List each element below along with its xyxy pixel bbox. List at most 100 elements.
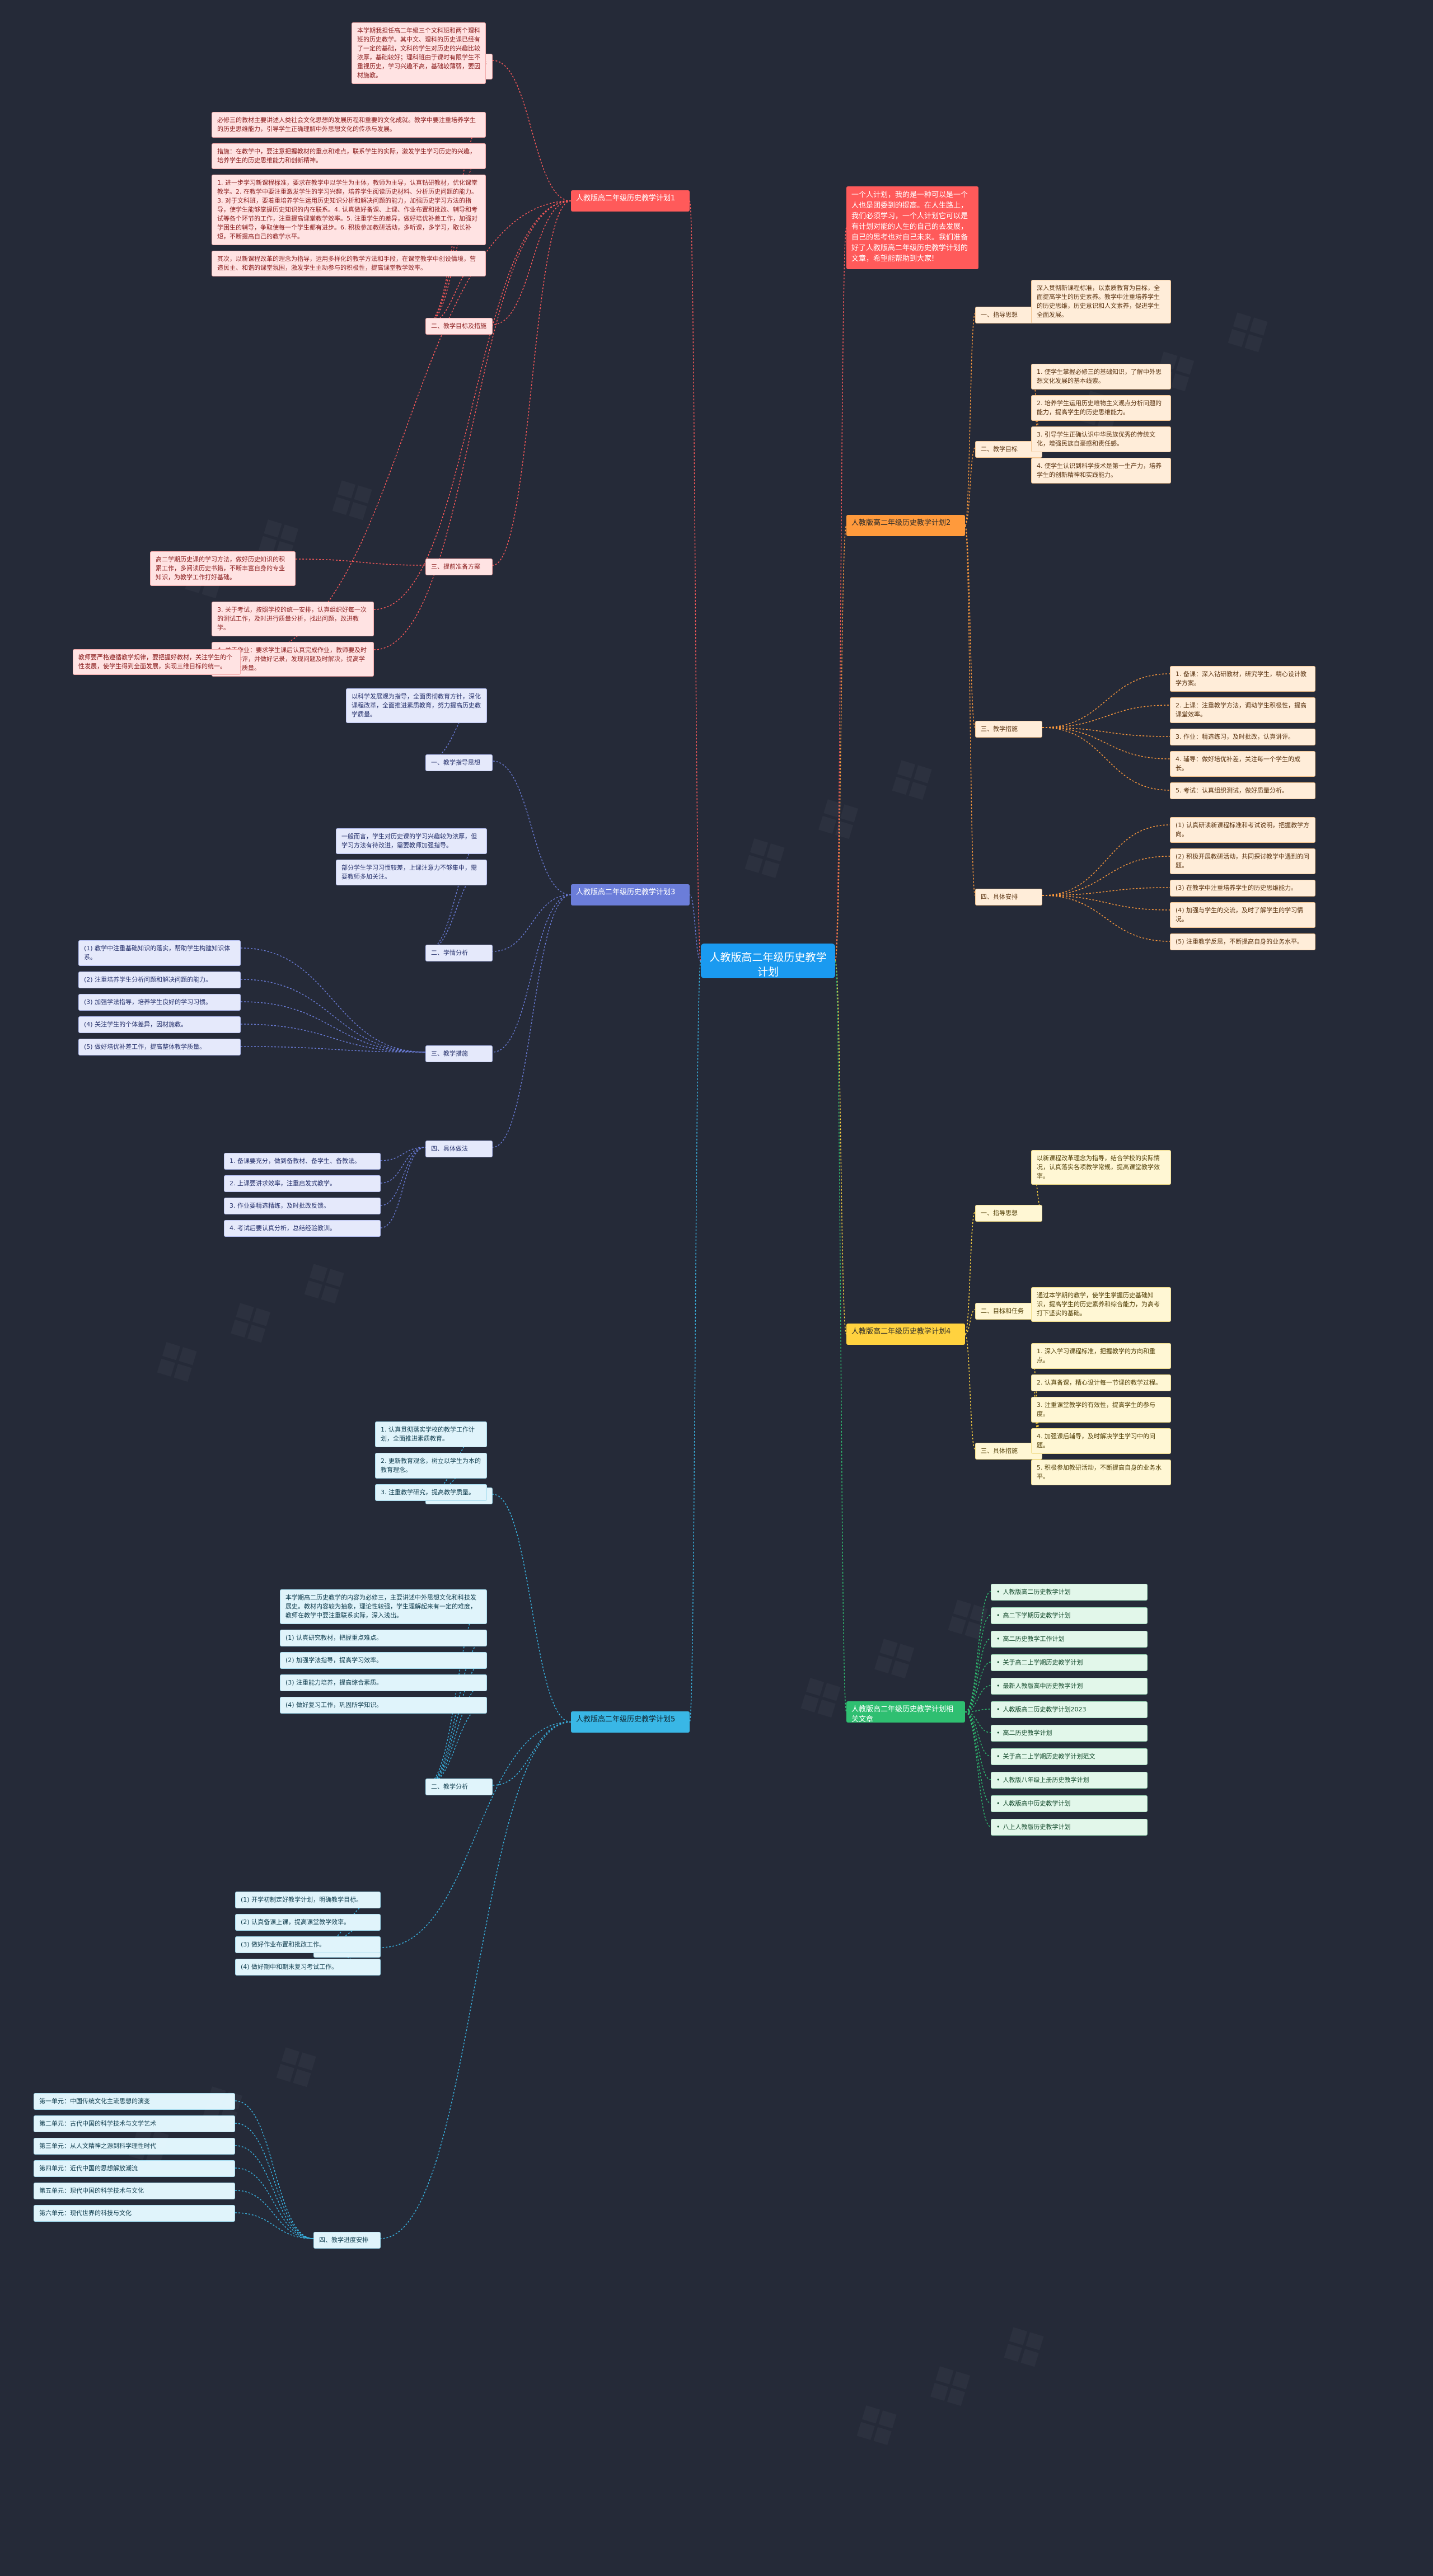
branch-3-section-2[interactable]: 二、学情分析 <box>425 945 493 961</box>
branch-6-text-1-7[interactable]: 高二历史教学计划 <box>991 1725 1148 1742</box>
branch-4-text-2-1[interactable]: 通过本学期的教学，使学生掌握历史基础知识，提高学生的历史素养和综合能力，为高考打… <box>1031 1287 1171 1322</box>
branch-3-section-1[interactable]: 一、教学指导思想 <box>425 754 493 771</box>
branch-5-text-1-3[interactable]: 3. 注重教学研究，提高教学质量。 <box>375 1484 487 1501</box>
branch-4[interactable]: 人教版高二年级历史教学计划4 <box>846 1324 965 1345</box>
branch-2-text-4-5[interactable]: (5) 注重教学反思，不断提高自身的业务水平。 <box>1170 933 1315 950</box>
branch-5-text-1-2[interactable]: 2. 更新教育观念，树立以学生为本的教育理念。 <box>375 1453 487 1479</box>
branch-2[interactable]: 人教版高二年级历史教学计划2 <box>846 515 965 536</box>
branch-5-text-4-2[interactable]: 第二单元：古代中国的科学技术与文学艺术 <box>34 2115 235 2132</box>
branch-5-text-4-5[interactable]: 第五单元：现代中国的科学技术与文化 <box>34 2183 235 2199</box>
branch-1-text-3-1[interactable]: 高二学期历史课的学习方法，做好历史知识的积累工作，多阅读历史书籍，不断丰富自身的… <box>150 551 296 586</box>
branch-6-text-1-6[interactable]: 人教版高二历史教学计划2023 <box>991 1701 1148 1718</box>
branch-2-section-4[interactable]: 四、具体安排 <box>975 889 1042 905</box>
branch-5-text-3-2[interactable]: (2) 认真备课上课，提高课堂教学效率。 <box>235 1914 381 1931</box>
branch-5-text-3-3[interactable]: (3) 做好作业布置和批改工作。 <box>235 1936 381 1953</box>
branch-1-text-2-1[interactable]: 必修三的教材主要讲述人类社会文化思想的发展历程和重要的文化成就。教学中要注重培养… <box>212 112 486 138</box>
branch-2-text-3-3[interactable]: 3. 作业：精选练习，及时批改，认真讲评。 <box>1170 729 1315 745</box>
branch-2-section-3[interactable]: 三、教学措施 <box>975 721 1042 738</box>
branch-1-text-2-2[interactable]: 措施：在教学中，要注意把握教材的重点和难点，联系学生的实际，激发学生学习历史的兴… <box>212 143 486 169</box>
branch-2-text-1-1[interactable]: 深入贯彻新课程标准，以素质教育为目标，全面提高学生的历史素养。教学中注重培养学生… <box>1031 280 1171 323</box>
branch-5-section-4[interactable]: 四、教学进度安排 <box>313 2232 381 2249</box>
branch-6[interactable]: 人教版高二年级历史教学计划相关文章 <box>846 1701 965 1723</box>
branch-5-text-2-3[interactable]: (2) 加强学法指导，提高学习效率。 <box>280 1652 487 1669</box>
branch-3-text-3-1[interactable]: (1) 教学中注重基础知识的落实，帮助学生构建知识体系。 <box>78 940 241 966</box>
link-branch-6 <box>835 960 847 1712</box>
branch-3-text-2-2[interactable]: 部分学生学习习惯较差，上课注意力不够集中，需要教师多加关注。 <box>336 860 487 885</box>
branch-2-text-2-3[interactable]: 3. 引导学生正确认识中华民族优秀的传统文化，增强民族自豪感和责任感。 <box>1031 426 1171 452</box>
link-b5-t2-1 <box>425 1597 488 1786</box>
branch-5-text-2-1[interactable]: 本学期高二历史教学的内容为必修三，主要讲述中外思想文化和科技发展史。教材内容较为… <box>280 1589 487 1624</box>
branch-5-text-2-5[interactable]: (4) 做好复习工作，巩固所学知识。 <box>280 1697 487 1714</box>
branch-4-text-3-5[interactable]: 5. 积极参加教研活动，不断提高自身的业务水平。 <box>1031 1460 1171 1485</box>
intro-node[interactable]: 一个人计划，我的是一种可以是一个人也是团委到的提高。在人生路上，我们必须学习，一… <box>846 186 978 269</box>
branch-3-text-2-1[interactable]: 一般而言，学生对历史课的学习兴趣较为浓厚，但学习方法有待改进，需要教师加强指导。 <box>336 828 487 854</box>
branch-2-text-3-2[interactable]: 2. 上课：注重教学方法，调动学生积极性，提高课堂效率。 <box>1170 697 1315 723</box>
branch-5-text-2-2[interactable]: (1) 认真研究教材，把握重点难点。 <box>280 1630 487 1646</box>
link-b5-t4-2 <box>235 2123 314 2239</box>
branch-5-text-2-4[interactable]: (3) 注重能力培养，提高综合素质。 <box>280 1674 487 1691</box>
branch-1-text-2-3[interactable]: 1. 进一步学习新课程标准，要求在教学中以学生为主体，教师为主导，认真钻研教材，… <box>212 175 486 245</box>
branch-3[interactable]: 人教版高二年级历史教学计划3 <box>571 884 690 905</box>
branch-3-text-4-4[interactable]: 4. 考试后要认真分析，总结经验教训。 <box>224 1220 381 1237</box>
branch-6-text-1-3[interactable]: 高二历史教学工作计划 <box>991 1631 1148 1648</box>
branch-4-text-3-3[interactable]: 3. 注重课堂教学的有效性，提高学生的参与度。 <box>1031 1397 1171 1423</box>
branch-2-text-3-1[interactable]: 1. 备课：深入钻研教材，研究学生，精心设计教学方案。 <box>1170 666 1315 692</box>
branch-5-text-4-4[interactable]: 第四单元：近代中国的思想解放潮流 <box>34 2160 235 2177</box>
branch-6-text-1-8[interactable]: 关于高二上学期历史教学计划范文 <box>991 1748 1148 1765</box>
link-b5-t2-5 <box>425 1704 488 1786</box>
branch-2-text-4-4[interactable]: (4) 加强与学生的交流，及时了解学生的学习情况。 <box>1170 902 1315 928</box>
branch-3-text-3-5[interactable]: (5) 做好培优补差工作，提高整体教学质量。 <box>78 1039 241 1055</box>
branch-3-text-3-4[interactable]: (4) 关注学生的个体差异，因材施教。 <box>78 1016 241 1033</box>
branch-3-text-3-2[interactable]: (2) 注重培养学生分析问题和解决问题的能力。 <box>78 972 241 988</box>
branch-6-text-1-9[interactable]: 人教版八年级上册历史教学计划 <box>991 1772 1148 1789</box>
branch-3-text-4-2[interactable]: 2. 上课要讲求效率，注重启发式教学。 <box>224 1175 381 1192</box>
branch-3-section-3[interactable]: 三、教学措施 <box>425 1045 493 1062</box>
branch-1[interactable]: 人教版高二年级历史教学计划1 <box>571 190 690 212</box>
branch-3-text-3-3[interactable]: (3) 加强学法指导，培养学生良好的学习习惯。 <box>78 994 241 1011</box>
branch-6-text-1-11[interactable]: 八上人教版历史教学计划 <box>991 1819 1148 1836</box>
branch-1-section-2[interactable]: 二、教学目标及措施 <box>425 318 493 335</box>
branch-2-text-2-2[interactable]: 2. 培养学生运用历史唯物主义观点分析问题的能力，提高学生的历史思维能力。 <box>1031 395 1171 421</box>
link-b1-s1 <box>492 60 572 201</box>
branch-6-text-1-4[interactable]: 关于高二上学期历史教学计划 <box>991 1654 1148 1671</box>
branch-3-section-4[interactable]: 四、具体做法 <box>425 1141 493 1157</box>
root-node[interactable]: 人教版高二年级历史教学计划 <box>701 944 835 978</box>
branch-3-text-4-1[interactable]: 1. 备课要充分，做到备教材、备学生、备教法。 <box>224 1153 381 1170</box>
branch-5-text-4-3[interactable]: 第三单元：从人文精神之源到科学理性时代 <box>34 2138 235 2155</box>
branch-4-text-3-4[interactable]: 4. 加强课后辅导，及时解决学生学习中的问题。 <box>1031 1428 1171 1454</box>
branch-4-text-3-2[interactable]: 2. 认真备课，精心设计每一节课的教学过程。 <box>1031 1374 1171 1391</box>
link-b4-s2 <box>964 1309 976 1335</box>
branch-5-text-3-4[interactable]: (4) 做好期中和期末复习考试工作。 <box>235 1959 381 1976</box>
branch-3-text-4-3[interactable]: 3. 作业要精选精练，及时批改反馈。 <box>224 1198 381 1214</box>
branch-6-text-1-5[interactable]: 最新人教版高中历史教学计划 <box>991 1678 1148 1695</box>
link-b2-t4-4 <box>1042 895 1170 911</box>
branch-4-section-1[interactable]: 一、指导思想 <box>975 1205 1042 1222</box>
branch-2-text-3-5[interactable]: 5. 考试：认真组织测试，做好质量分析。 <box>1170 782 1315 799</box>
branch-2-text-4-2[interactable]: (2) 积极开展教研活动，共同探讨教学中遇到的问题。 <box>1170 848 1315 874</box>
branch-1-section-3[interactable]: 三、提前准备方案 <box>425 559 493 575</box>
branch-2-text-4-3[interactable]: (3) 在教学中注重培养学生的历史思维能力。 <box>1170 880 1315 897</box>
branch-1-text-5-1[interactable]: 教师要严格遵循教学规律，要把握好教材，关注学生的个性发展，使学生得到全面发展，实… <box>73 649 241 675</box>
branch-5-text-4-1[interactable]: 第一单元：中国传统文化主流思想的演变 <box>34 2093 235 2110</box>
link-b5-s3 <box>380 1721 572 1948</box>
link-branch-1 <box>689 200 701 961</box>
branch-5-text-4-6[interactable]: 第六单元：现代世界的科技与文化 <box>34 2205 235 2222</box>
branch-1-text-4-1[interactable]: 3. 关于考试，按照学校的统一安排，认真组织好每一次的测试工作，及时进行质量分析… <box>212 602 374 636</box>
branch-2-text-2-1[interactable]: 1. 使学生掌握必修三的基础知识，了解中外思想文化发展的基本线索。 <box>1031 364 1171 390</box>
branch-4-text-3-1[interactable]: 1. 深入学习课程标准，把握教学的方向和重点。 <box>1031 1343 1171 1369</box>
branch-2-text-4-1[interactable]: (1) 认真研读新课程标准和考试说明，把握教学方向。 <box>1170 817 1315 843</box>
branch-1-text-2-4[interactable]: 其次，以新课程改革的理念为指导，运用多样化的教学方法和手段，在课堂教学中创设情境… <box>212 251 486 276</box>
branch-2-text-3-4[interactable]: 4. 辅导：做好培优补差，关注每一个学生的成长。 <box>1170 751 1315 777</box>
branch-4-text-1-1[interactable]: 以新课程改革理念为指导，结合学校的实际情况，认真落实各项教学常规，提高课堂教学效… <box>1031 1150 1171 1185</box>
branch-6-text-1-1[interactable]: 人教版高二历史教学计划 <box>991 1584 1148 1601</box>
branch-6-text-1-2[interactable]: 高二下学期历史教学计划 <box>991 1607 1148 1624</box>
branch-5-section-2[interactable]: 二、教学分析 <box>425 1779 493 1795</box>
branch-3-text-1-1[interactable]: 以科学发展观为指导，全面贯彻教育方针，深化课程改革，全面推进素质教育，努力提高历… <box>346 688 487 723</box>
branch-1-text-1-1[interactable]: 本学期我担任高二年级三个文科班和两个理科班的历史教学。其中文、理科的历史课已经有… <box>352 22 486 84</box>
branch-5-text-3-1[interactable]: (1) 开学初制定好教学计划，明确教学目标。 <box>235 1892 381 1908</box>
branch-6-text-1-10[interactable]: 人教版高中历史教学计划 <box>991 1795 1148 1812</box>
branch-5-text-1-1[interactable]: 1. 认真贯彻落实学校的教学工作计划，全面推进素质教育。 <box>375 1421 487 1447</box>
branch-5[interactable]: 人教版高二年级历史教学计划5 <box>571 1711 690 1733</box>
branch-2-text-2-4[interactable]: 4. 使学生认识到科学技术是第一生产力，培养学生的创新精神和实践能力。 <box>1031 458 1171 484</box>
